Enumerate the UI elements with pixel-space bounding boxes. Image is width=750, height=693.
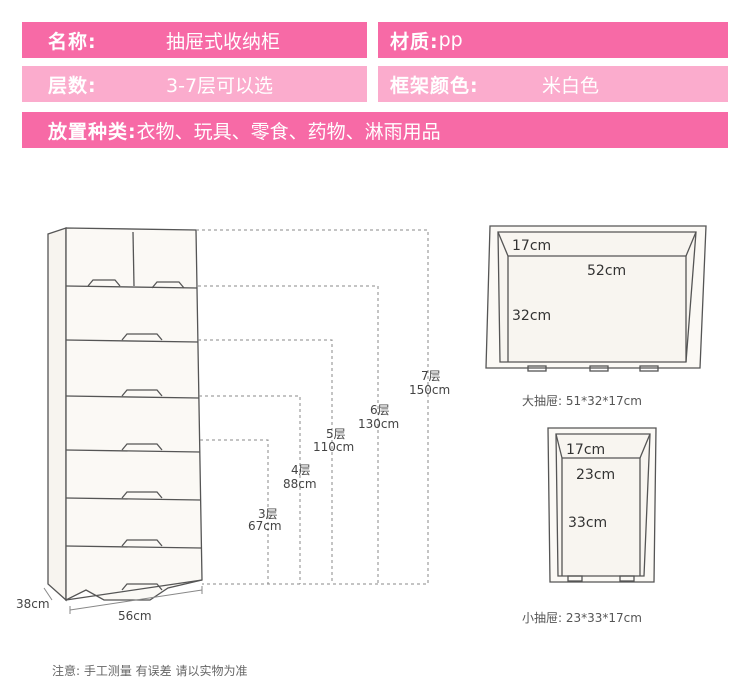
spec-bar-use: 放置种类: 衣物、玩具、零食、药物、淋雨用品 xyxy=(22,112,728,148)
base-guides xyxy=(43,586,203,614)
spec-bar-layers: 层数: 3-7层可以选 xyxy=(22,66,367,102)
layers-3-label: 3层 xyxy=(258,507,278,521)
layers-7-label: 7层 xyxy=(421,369,441,383)
width-label: 56cm xyxy=(118,609,152,623)
spec-bar-name: 名称: 抽屉式收纳柜 xyxy=(22,22,367,58)
name-value: 抽屉式收纳柜 xyxy=(166,30,281,53)
height-guides xyxy=(196,229,429,585)
layers-value: 3-7层可以选 xyxy=(166,74,274,97)
height-110-label: 110cm xyxy=(313,440,354,454)
measurement-note: 注意: 手工测量 有误差 请以实物为准 xyxy=(52,664,248,678)
depth-label: 38cm xyxy=(16,597,50,611)
use-label: 放置种类: xyxy=(48,120,137,143)
height-labels: 3层 67cm 4层 88cm 5层 110cm 6层 130cm 7层 150… xyxy=(16,369,450,623)
big-drawer-caption: 大抽屉: 51*32*17cm xyxy=(522,394,642,408)
color-value: 米白色 xyxy=(542,74,600,97)
layers-6-label: 6层 xyxy=(370,403,390,417)
material-value: pp xyxy=(438,29,463,51)
height-88-label: 88cm xyxy=(283,477,317,491)
big-drawer-depth: 32cm xyxy=(512,308,551,324)
small-drawer-width: 23cm xyxy=(576,467,615,483)
layers-label: 层数: xyxy=(48,74,97,97)
spec-bar-color: 框架颜色: 米白色 xyxy=(378,66,728,102)
small-drawer-caption: 小抽屉: 23*33*17cm xyxy=(522,611,642,625)
height-150-label: 150cm xyxy=(409,383,450,397)
height-67-label: 67cm xyxy=(248,519,282,533)
layers-4-label: 4层 xyxy=(291,463,311,477)
big-drawer-length: 52cm xyxy=(587,263,626,279)
cabinet-drawing xyxy=(47,227,203,602)
material-label: 材质: xyxy=(390,30,439,53)
big-drawer-labels: 17cm 52cm 32cm 大抽屉: 51*32*17cm xyxy=(512,238,642,408)
big-drawer-height: 17cm xyxy=(512,238,551,254)
use-value: 衣物、玩具、零食、药物、淋雨用品 xyxy=(136,120,441,143)
color-label: 框架颜色: xyxy=(390,74,479,97)
height-130-label: 130cm xyxy=(358,417,399,431)
name-label: 名称: xyxy=(48,30,97,53)
big-drawer-drawing xyxy=(485,225,707,372)
layers-5-label: 5层 xyxy=(326,427,346,441)
small-drawer-labels: 17cm 23cm 33cm 小抽屉: 23*33*17cm xyxy=(522,442,642,625)
small-drawer-height: 17cm xyxy=(566,442,605,458)
small-drawer-drawing xyxy=(547,427,657,583)
small-drawer-depth: 33cm xyxy=(568,515,607,531)
spec-bar-material: 材质: pp xyxy=(378,22,728,58)
